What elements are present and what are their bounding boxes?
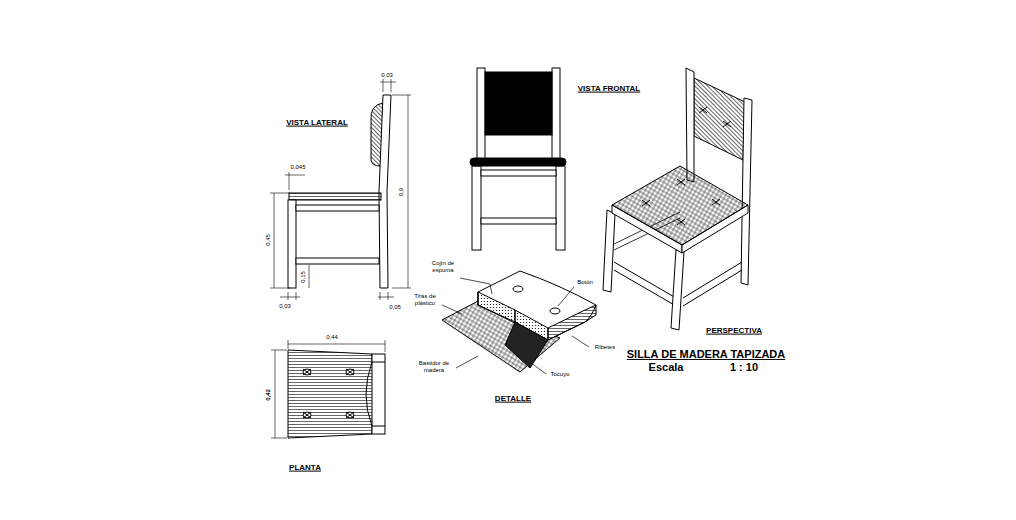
dimension: 0,03 <box>279 303 291 310</box>
dimension: 0,045 <box>290 164 305 171</box>
perspective-view <box>603 68 752 330</box>
scale-label: 1 : 10 <box>730 361 758 373</box>
dimension: 0,15 <box>300 271 307 283</box>
detail-view <box>442 271 596 372</box>
callout-label: Cojín de espuma <box>425 260 461 273</box>
callout-label: Botón <box>577 279 593 286</box>
dimension: 0,03 <box>381 72 393 79</box>
callout-label: Tocuyo <box>550 371 569 378</box>
drawing-title: SILLA DE MADERA TAPIZADA <box>627 348 785 360</box>
button-marks <box>642 107 731 225</box>
view-label: VISTA FRONTAL <box>578 85 641 94</box>
view-label: VISTA LATERAL <box>286 119 348 128</box>
callout-label: Bastidor de madera <box>415 360 453 373</box>
callout-label: Tiras de plástico <box>410 293 440 306</box>
dimension-lines <box>270 79 411 438</box>
dimension: 0,44 <box>326 334 338 341</box>
view-label: PERSPECTIVA <box>706 327 762 336</box>
dimension: 0,05 <box>389 304 401 311</box>
view-label: DETALLE <box>495 395 531 404</box>
leader-lines <box>442 278 589 374</box>
view-label: PLANTA <box>289 464 321 473</box>
dimension: 0,9 <box>398 188 405 196</box>
dimension: 0,45 <box>265 234 272 246</box>
dimension: 0,42 <box>265 389 272 401</box>
front-view <box>470 68 566 250</box>
plan-view <box>288 350 385 438</box>
scale-label: Escala <box>649 361 684 373</box>
callout-label: Ribetes <box>595 344 615 351</box>
